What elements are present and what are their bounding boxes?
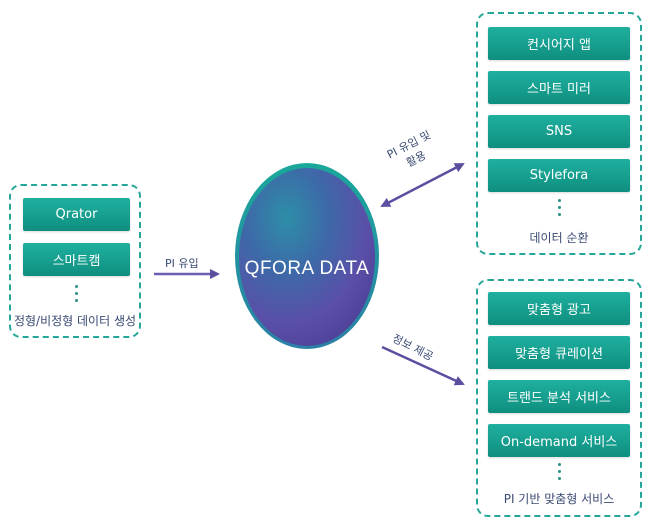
custom-ad-box: 맞춤형 광고 [488, 292, 630, 325]
info-label: 정보 제공 [390, 331, 436, 364]
center-label: QFORA DATA [244, 258, 370, 279]
concierge-app-box: 컨시어지 앱 [488, 27, 630, 60]
qrator-box: Qrator [23, 198, 130, 231]
smartcam-box: 스마트캠 [23, 243, 130, 276]
bottom-right-group [476, 279, 642, 517]
bottom-right-ellipsis [557, 463, 561, 480]
top-right-caption: 데이터 순환 [529, 231, 589, 245]
smart-mirror-box: 스마트 미러 [488, 71, 630, 104]
top-right-ellipsis [557, 199, 561, 216]
qfora-data-circle [235, 163, 379, 349]
trend-analysis-box: 트랜드 분석 서비스 [488, 380, 630, 413]
top-right-group [476, 12, 642, 255]
custom-curation-box: 맞춤형 큐레이션 [488, 336, 630, 369]
sns-box: SNS [488, 115, 630, 148]
stylefora-box: Stylefora [488, 159, 630, 192]
on-demand-box: On-demand 서비스 [488, 424, 630, 457]
inflow-label: PI 유입 [165, 257, 199, 270]
left-ellipsis [74, 285, 78, 302]
left-caption: 정형/비정형 데이터 생성 [13, 314, 137, 328]
bottom-right-caption: PI 기반 맞춤형 서비스 [503, 492, 615, 506]
bidirectional-label: PI 유입 및 활용 [384, 127, 441, 177]
left-group [9, 184, 141, 338]
bidirectional-arrow [380, 162, 465, 208]
